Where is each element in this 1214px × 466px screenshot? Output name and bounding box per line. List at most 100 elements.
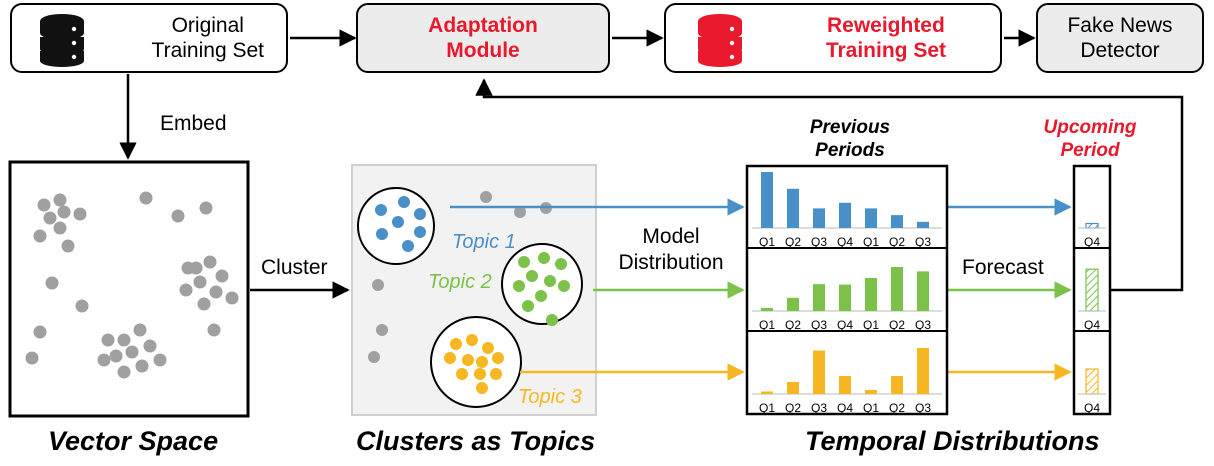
topic1-point: [402, 240, 414, 252]
chart-tick-label: Q1: [759, 235, 775, 249]
chart-tick-label: Q2: [785, 401, 801, 415]
data-point: [199, 201, 213, 215]
original-training-set-box: Original Training Set: [10, 3, 288, 73]
data-point: [209, 285, 223, 299]
data-point: [117, 333, 131, 347]
chart-bar: [787, 188, 799, 228]
topic3-label: Topic 3: [518, 386, 582, 408]
data-point: [193, 275, 207, 289]
data-point: [215, 269, 229, 283]
topic3-point: [444, 352, 456, 364]
data-point: [33, 325, 47, 339]
chart-tick-label: Q4: [837, 318, 853, 332]
noise-point: [514, 206, 526, 218]
chart-bar: [891, 267, 903, 311]
chart-bar: [891, 215, 903, 228]
topic2-point: [546, 314, 558, 326]
data-point: [43, 211, 57, 225]
chart-tick-label: Q1: [863, 401, 879, 415]
topic3-point: [492, 352, 504, 364]
topic2-label: Topic 2: [428, 271, 492, 293]
chart-bar: [839, 284, 851, 311]
temporal-distributions-caption: Temporal Distributions: [805, 426, 1100, 456]
chart-tick-label: Q2: [785, 235, 801, 249]
chart-tick-label: Q2: [889, 401, 905, 415]
forecast-tick-label: Q4: [1084, 318, 1100, 332]
data-point: [125, 345, 139, 359]
chart-bar: [813, 208, 825, 228]
chart-bar: [761, 172, 773, 228]
topic3-point: [462, 354, 474, 366]
forecast-bar: [1085, 222, 1099, 229]
vector-space-caption: Vector Space: [48, 426, 219, 456]
original-training-set-label: Original Training Set: [151, 13, 264, 62]
topic2-point: [538, 252, 550, 264]
cluster-points: [357, 187, 583, 408]
chart-tick-label: Q3: [811, 401, 827, 415]
topic1-point: [375, 204, 387, 216]
data-point: [189, 261, 203, 275]
chart-tick-label: Q2: [889, 235, 905, 249]
chart-bar: [917, 271, 929, 311]
chart-tick-label: Q3: [915, 401, 931, 415]
chart-tick-label: Q4: [837, 235, 853, 249]
chart-bar: [813, 350, 825, 394]
chart-bar: [865, 278, 877, 311]
topic3-point: [490, 368, 502, 380]
data-point: [109, 349, 123, 363]
topic3-point: [466, 334, 478, 346]
forecast-label: Forecast: [962, 256, 1044, 279]
topic1-point: [398, 196, 410, 208]
data-point: [133, 323, 147, 337]
noise-point: [376, 324, 388, 336]
fake-news-detector-box: Fake News Detector: [1036, 3, 1204, 73]
topic2-point: [544, 275, 556, 287]
chart-bar: [761, 391, 773, 394]
data-point: [73, 207, 87, 221]
topic2-point: [526, 270, 538, 282]
topic1-point: [392, 216, 404, 228]
chart-tick-label: Q3: [915, 318, 931, 332]
chart-tick-label: Q1: [759, 401, 775, 415]
data-point: [143, 339, 157, 353]
chart-bar: [865, 208, 877, 228]
vector-space-points: [25, 191, 239, 379]
data-point: [53, 221, 67, 235]
chart-bar: [787, 382, 799, 394]
data-point: [153, 353, 167, 367]
chart-bar: [839, 202, 851, 228]
chart-tick-label: Q3: [915, 235, 931, 249]
topic1-point: [414, 208, 426, 220]
topic2-point: [518, 256, 530, 268]
data-point: [139, 191, 153, 205]
forecast-tick-label: Q4: [1084, 235, 1100, 249]
topic2-point: [522, 300, 534, 312]
data-point: [225, 291, 239, 305]
data-point: [57, 205, 71, 219]
data-point: [179, 283, 193, 297]
database-icon: [698, 14, 742, 67]
topic2-point: [555, 258, 567, 270]
upcoming-period-label: Upcoming Period: [1043, 117, 1137, 161]
noise-point: [372, 279, 384, 291]
chart-tick-label: Q1: [863, 235, 879, 249]
topic3-point: [482, 342, 494, 354]
topic2-point: [535, 290, 547, 302]
data-point: [75, 299, 89, 313]
previous-periods-label: Previous Periods: [809, 117, 891, 161]
chart-bar: [917, 348, 929, 394]
topic2-point: [558, 280, 570, 292]
noise-point: [368, 351, 380, 363]
fake-news-detector-label: Fake News Detector: [1067, 13, 1173, 62]
chart-bar: [917, 221, 929, 228]
data-point: [207, 323, 221, 337]
chart-bar: [761, 307, 773, 311]
forecast-bar: [1085, 268, 1099, 312]
data-point: [53, 193, 67, 207]
data-point: [61, 239, 75, 253]
topic2-point: [513, 280, 525, 292]
chart-tick-label: Q2: [785, 318, 801, 332]
